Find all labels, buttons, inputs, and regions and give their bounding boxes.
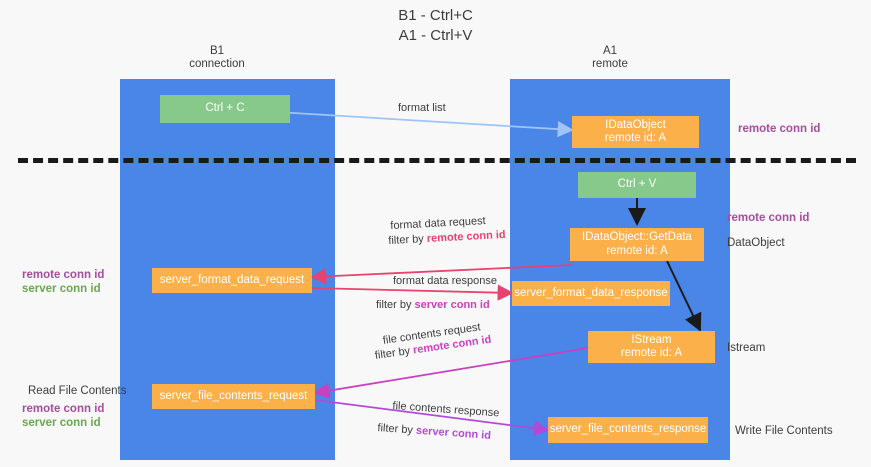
- node-idataobject-getdata[interactable]: IDataObject::GetData remote id: A: [570, 228, 704, 261]
- annotation-left-mid-conn-ids: remote conn id server conn id: [22, 268, 104, 296]
- node-server-format-data-response[interactable]: server_format_data_response: [512, 281, 670, 306]
- annotation-write-file-contents: Write File Contents: [735, 424, 833, 438]
- annotation-text: remote conn id: [738, 123, 821, 135]
- node-ctrl-c[interactable]: Ctrl + C: [160, 95, 290, 123]
- annotation-right-mid-remote-conn-id: remote conn id: [727, 211, 809, 225]
- node-ctrl-c-label: Ctrl + C: [205, 102, 245, 115]
- node-server-file-contents-response[interactable]: server_file_contents_response: [548, 417, 708, 443]
- node-istream-line1: IStream: [631, 333, 672, 346]
- annotation-remote-conn-id: remote conn id: [22, 403, 105, 415]
- filter-prefix: filter by: [374, 344, 414, 362]
- node-ctrl-v-label: Ctrl + V: [617, 178, 657, 191]
- annotation-dataobject: DataObject: [727, 236, 785, 250]
- annotation-right-top-remote-conn-id: remote conn id: [738, 122, 820, 136]
- node-server-format-data-response-label: server_format_data_response: [514, 286, 668, 299]
- annotation-text: Istream: [727, 342, 766, 354]
- annotation-server-conn-id: server conn id: [22, 417, 101, 429]
- column-header-a1-role: remote: [592, 58, 628, 70]
- node-idataobject[interactable]: IDataObject remote id: A: [572, 116, 699, 148]
- node-server-file-contents-response-label: server_file_contents_response: [549, 423, 707, 436]
- annotation-text: DataObject: [727, 237, 785, 249]
- page-title: B1 - Ctrl+C A1 - Ctrl+V: [0, 6, 871, 46]
- annotation-istream: Istream: [727, 341, 765, 355]
- title-line-2: A1 - Ctrl+V: [398, 27, 473, 44]
- phase-divider: [18, 158, 856, 163]
- node-getdata-line1: IDataObject::GetData: [582, 231, 692, 243]
- column-header-b1: B1 connection: [152, 45, 282, 71]
- annotation-remote-conn-id: remote conn id: [22, 269, 105, 281]
- filter-prefix: filter by: [388, 232, 428, 247]
- edge-label-file-contents-response: file contents response: [392, 399, 500, 420]
- node-server-file-contents-request[interactable]: server_file_contents_request: [152, 384, 315, 409]
- node-idataobject-line2: remote id: A: [604, 132, 667, 144]
- node-server-format-data-request[interactable]: server_format_data_request: [152, 268, 312, 293]
- filter-prefix: filter by: [377, 421, 417, 437]
- annotation-text: Write File Contents: [735, 425, 833, 437]
- filter-key: server conn id: [415, 424, 492, 442]
- column-header-a1: A1 remote: [545, 45, 675, 71]
- annotation-left-bottom-conn-ids: remote conn id server conn id: [22, 402, 104, 430]
- column-header-b1-role: connection: [189, 58, 245, 70]
- node-istream[interactable]: IStream remote id: A: [588, 331, 715, 363]
- edge-label-file-contents-response-filter: filter by server conn id: [377, 421, 491, 443]
- edge-label-format-data-response: format data response: [393, 275, 497, 287]
- node-getdata-line2: remote id: A: [606, 244, 668, 257]
- column-header-b1-name: B1: [209, 45, 225, 57]
- title-line-1: B1 - Ctrl+C: [398, 7, 473, 24]
- node-istream-line2: remote id: A: [620, 347, 683, 359]
- edge-label-format-data-response-filter: filter by server conn id: [376, 298, 490, 312]
- annotation-server-conn-id: server conn id: [22, 283, 101, 295]
- annotation-text: Read File Contents: [28, 385, 127, 397]
- edge-label-format-list: format list: [398, 102, 446, 114]
- node-ctrl-v[interactable]: Ctrl + V: [578, 172, 696, 198]
- filter-key: remote conn id: [426, 228, 506, 245]
- annotation-read-file-contents: Read File Contents: [28, 384, 126, 398]
- node-server-format-data-request-label: server_format_data_request: [159, 273, 305, 286]
- node-idataobject-line1: IDataObject: [605, 118, 666, 131]
- filter-prefix: filter by: [376, 299, 415, 311]
- annotation-text: remote conn id: [727, 212, 810, 224]
- filter-key: server conn id: [414, 299, 490, 311]
- column-header-a1-name: A1: [602, 45, 618, 57]
- node-server-file-contents-request-label: server_file_contents_request: [159, 389, 308, 402]
